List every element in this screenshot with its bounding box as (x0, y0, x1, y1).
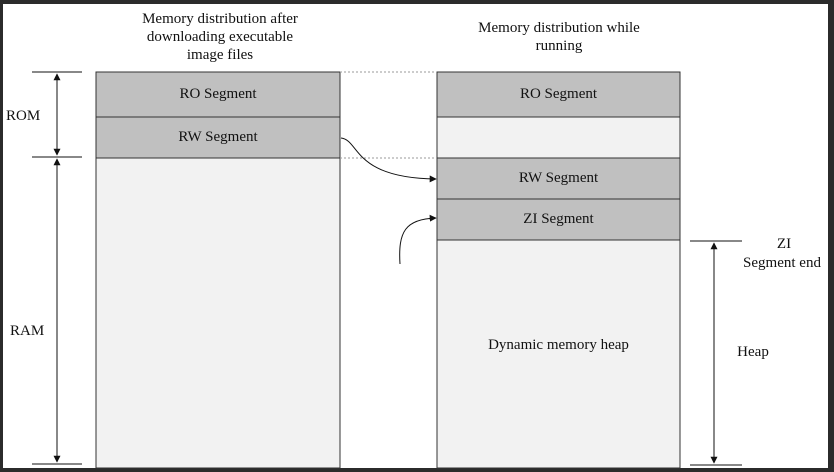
right-ro-segment-label: RO Segment (519, 86, 598, 102)
right-zi-segment-box (436, 198, 681, 241)
left-column-title: Memory distribution after downloading ex… (142, 11, 298, 63)
right-column-title: Memory distribution while running (478, 20, 640, 54)
right-rw-segment-label: RW Segment (518, 170, 599, 186)
dynamic-memory-heap-label: Dynamic memory heap (488, 337, 629, 353)
rom-label: ROM (6, 108, 41, 124)
left-rw-segment-box (95, 116, 341, 159)
zi-init-arrow (399, 214, 437, 265)
left-ro-segment-label: RO Segment (179, 86, 257, 102)
rw-copy-arrow (340, 137, 437, 183)
heap-label: Heap (737, 344, 769, 360)
ram-label: RAM (10, 323, 45, 339)
left-ro-segment-box (95, 71, 341, 118)
right-empty-rom-box (436, 116, 681, 159)
right-zi-segment-label: ZI Segment (523, 211, 594, 227)
zi-segment-end-label-line1: ZI (776, 236, 792, 252)
left-rw-segment-label: RW Segment (178, 129, 258, 145)
zi-segment-end-label-line2: Segment end (743, 255, 821, 271)
